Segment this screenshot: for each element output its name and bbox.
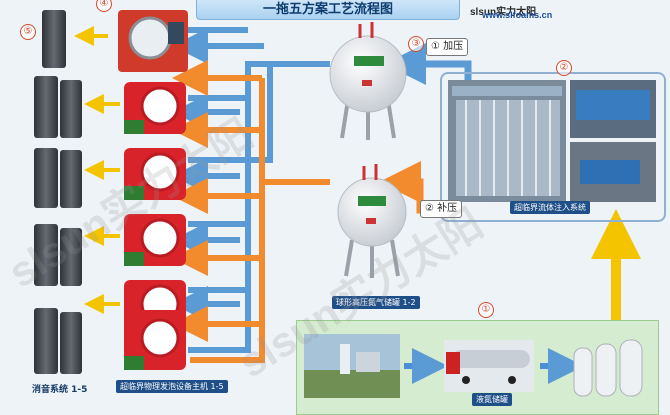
plant-photo <box>304 334 400 398</box>
machine-top <box>118 10 188 72</box>
supercritical-panel <box>440 72 666 222</box>
caption-cooling: 消音系统 1-5 <box>32 385 88 395</box>
cooling-stack-4 <box>34 224 82 286</box>
pipe-supercritical-to-sphere <box>384 43 472 85</box>
machine-3 <box>124 214 186 266</box>
sphere-bottom <box>337 164 407 278</box>
supercritical-photos <box>448 80 656 202</box>
tanker-photo <box>444 340 534 392</box>
cooling-stack-2 <box>34 76 82 138</box>
marker-5: ⑤ <box>20 24 36 40</box>
marker-3: ③ <box>408 36 424 52</box>
caption-foam-units: 超临界物理发泡设备主机 1-5 <box>116 380 228 393</box>
marker-4: ④ <box>96 0 112 12</box>
website-url: www.slfoams.cn <box>482 10 553 20</box>
step-replenish: ② 补压 <box>420 200 463 218</box>
caption-spheres: 球形高压氮气储罐 1-2 <box>332 296 420 309</box>
machine-2 <box>124 148 186 200</box>
cooling-stack-1 <box>42 10 66 68</box>
machine-1 <box>124 82 186 134</box>
cooling-stack-5 <box>34 308 82 374</box>
cooling-stack-3 <box>34 148 82 208</box>
page-title: 一拖五方案工艺流程图 <box>196 0 460 20</box>
brand-logo: slsun实力太阳 <box>470 7 537 18</box>
caption-liquid-storage: 液氮储罐 <box>472 393 512 406</box>
yellow-arrows <box>74 26 120 314</box>
storage-tanks <box>573 339 643 397</box>
orange-pipes <box>172 60 330 363</box>
machine-5 <box>124 310 186 370</box>
sphere-top <box>329 22 407 140</box>
marker-2: ② <box>556 60 572 76</box>
step-pressurize: ① 加压 <box>426 38 469 56</box>
blue-pipes <box>172 27 330 353</box>
caption-supercritical: 超临界流体注入系统 <box>510 201 590 214</box>
marker-1: ① <box>478 302 494 318</box>
